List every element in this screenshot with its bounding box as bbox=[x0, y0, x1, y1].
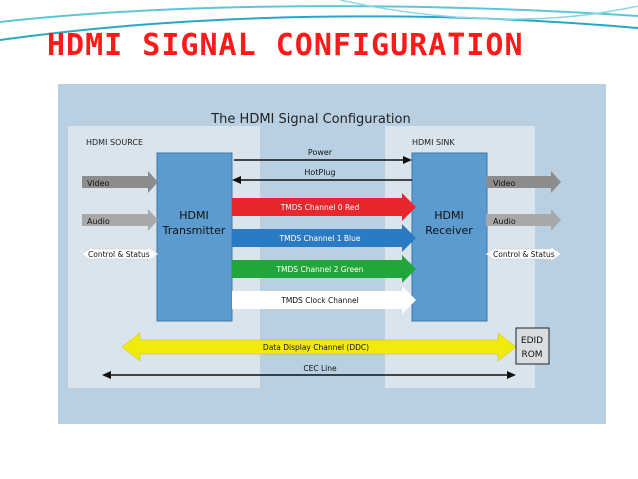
sink-label: HDMI SINK bbox=[412, 138, 455, 147]
tmds-channel-2-arrow bbox=[232, 255, 416, 283]
transmitter-label-line2: Transmitter bbox=[162, 224, 226, 237]
receiver-box bbox=[411, 152, 488, 322]
tmds-channel-0-arrow bbox=[232, 193, 416, 221]
tmds-channel-2-label: TMDS Channel 2 Green bbox=[275, 265, 363, 274]
hotplug-arrowhead bbox=[232, 176, 241, 184]
audio-output-label: Audio bbox=[493, 217, 516, 226]
control-status-input-label: Control & Status bbox=[88, 250, 150, 259]
source-label: HDMI SOURCE bbox=[86, 138, 143, 147]
tmds-channel-0-label: TMDS Channel 0 Red bbox=[280, 203, 360, 212]
tmds-channel-1-label: TMDS Channel 1 Blue bbox=[279, 234, 361, 243]
audio-input-label: Audio bbox=[87, 217, 110, 226]
edid-label-line2: ROM bbox=[521, 350, 542, 360]
hdmi-diagram: The HDMI Signal Configuration HDMI SOURC… bbox=[58, 84, 606, 424]
tmds-clock-label: TMDS Clock Channel bbox=[280, 296, 359, 305]
decorative-swoosh bbox=[0, 0, 638, 41]
tmds-clock-arrow bbox=[232, 286, 416, 314]
ddc-label: Data Display Channel (DDC) bbox=[263, 343, 369, 352]
transmitter-label-line1: HDMI bbox=[179, 209, 208, 222]
control-status-input-arrow bbox=[81, 246, 159, 262]
receiver-label-line1: HDMI bbox=[434, 209, 463, 222]
power-arrowhead bbox=[403, 156, 412, 164]
diagram-title: The HDMI Signal Configuration bbox=[210, 112, 411, 127]
tmds-channel-1-arrow bbox=[232, 224, 416, 252]
hdmi-diagram-figure: The HDMI Signal Configuration HDMI SOURC… bbox=[58, 84, 606, 424]
power-label: Power bbox=[308, 148, 333, 157]
control-status-output-label: Control & Status bbox=[493, 250, 555, 259]
edid-label-line1: EDID bbox=[521, 336, 543, 346]
control-status-output-arrow bbox=[485, 246, 562, 262]
cec-left-arrowhead bbox=[102, 371, 111, 379]
receiver-label-line2: Receiver bbox=[425, 224, 473, 237]
cec-right-arrowhead bbox=[507, 371, 516, 379]
video-output-label: Video bbox=[493, 179, 516, 188]
hotplug-label: HotPlug bbox=[304, 168, 335, 177]
video-output-arrow bbox=[486, 171, 561, 193]
video-input-arrow bbox=[82, 171, 158, 193]
audio-output-arrow bbox=[486, 209, 561, 231]
audio-input-arrow bbox=[82, 209, 158, 231]
slide-title: HDMI SIGNAL CONFIGURATION bbox=[47, 28, 524, 63]
video-input-label: Video bbox=[87, 179, 110, 188]
transmitter-box bbox=[156, 152, 233, 322]
cec-label: CEC Line bbox=[303, 364, 337, 373]
edid-rom-box bbox=[515, 327, 550, 365]
